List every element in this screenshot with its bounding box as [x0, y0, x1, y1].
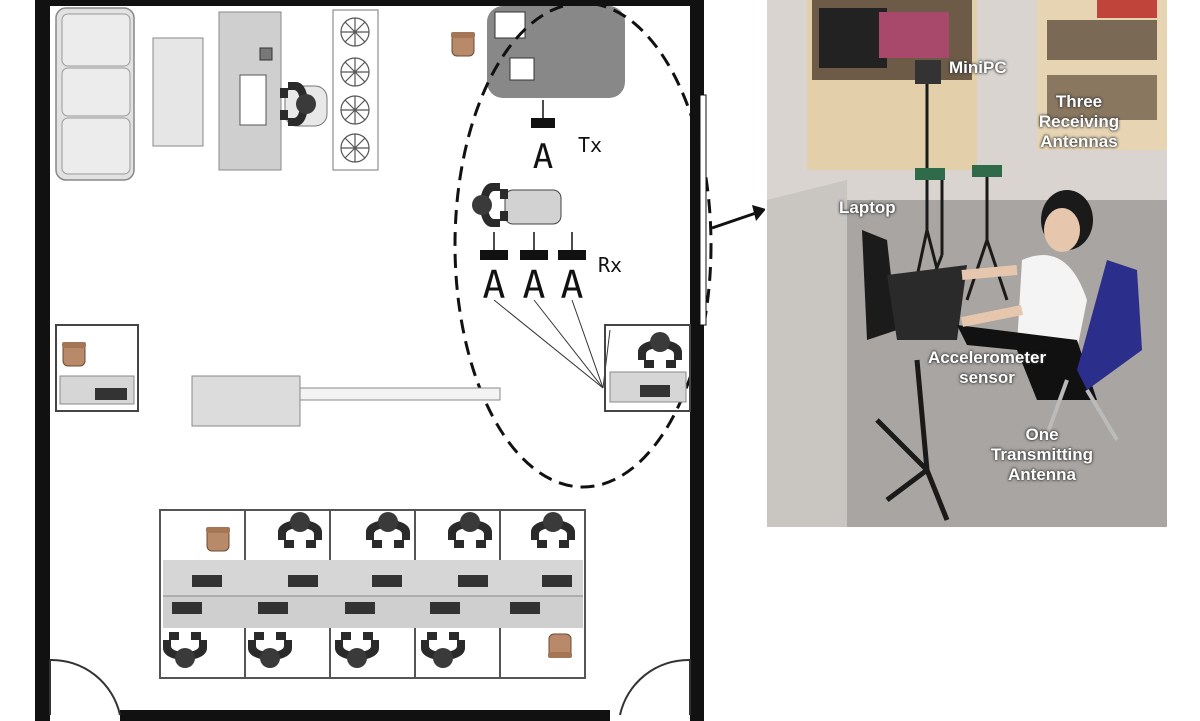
- rx-label: Rx: [598, 253, 622, 277]
- label-receiving-line3: Antennas: [1040, 132, 1118, 151]
- label-receiving-line2: Receiving: [1038, 112, 1120, 131]
- label-transmit-line3: Antenna: [1008, 465, 1076, 484]
- monitor-right: [879, 12, 949, 58]
- label-receiving-antennas: Three Receiving Antennas: [1029, 92, 1129, 152]
- sensing-area-ellipse: [453, 1, 713, 489]
- experiment-table: [487, 6, 625, 98]
- label-receiving-line1: Three: [1055, 92, 1103, 111]
- transmit-antenna-stand: [875, 359, 950, 521]
- right-wall-window: [699, 94, 707, 326]
- office-floor-plan: A Tx A A A Rx: [35, 0, 765, 721]
- label-accelerometer: Accelerometer sensor: [917, 348, 1057, 388]
- doors: [49, 658, 691, 716]
- seated-person: [957, 190, 1097, 400]
- label-accel-line1: Accelerometer: [927, 348, 1047, 367]
- bottom-wall: [120, 710, 610, 721]
- monitor-left: [819, 8, 887, 68]
- manager-desk: [218, 11, 328, 171]
- label-accel-line2: sensor: [959, 368, 1015, 387]
- top-wall: [35, 0, 704, 6]
- bottom-workstations: [159, 509, 586, 679]
- arrow-to-photo: [711, 205, 765, 230]
- signal-lines: [493, 299, 611, 389]
- rx-antenna-glyph-1: A: [483, 263, 506, 307]
- sofa: [55, 7, 135, 181]
- tx-label: Tx: [578, 133, 602, 157]
- coffee-table: [152, 37, 204, 147]
- subject-seat: [472, 183, 562, 227]
- rx-antenna-glyph-3: A: [561, 263, 584, 307]
- tx-antenna: [531, 100, 555, 128]
- laptop: [862, 230, 967, 340]
- rx-antenna-glyph-2: A: [523, 263, 546, 307]
- experiment-photo: MiniPC Three Receiving Antennas Laptop A…: [767, 0, 1167, 527]
- label-transmit-line1: One: [1025, 425, 1059, 444]
- chair-top: [450, 31, 476, 57]
- left-cubicle: [55, 324, 139, 412]
- right-cubicle: [604, 324, 691, 412]
- center-bench: [191, 375, 501, 427]
- rx-antennas: [480, 232, 586, 260]
- label-laptop: Laptop: [839, 198, 896, 217]
- blue-chair: [1045, 260, 1142, 442]
- tx-antenna-glyph: A: [533, 137, 553, 177]
- plant-row: [332, 9, 379, 171]
- label-transmit-line2: Transmitting: [990, 445, 1093, 464]
- left-wall: [35, 0, 50, 721]
- label-transmitting-antenna: One Transmitting Antenna: [982, 425, 1102, 485]
- label-minipc: MiniPC: [949, 58, 1007, 77]
